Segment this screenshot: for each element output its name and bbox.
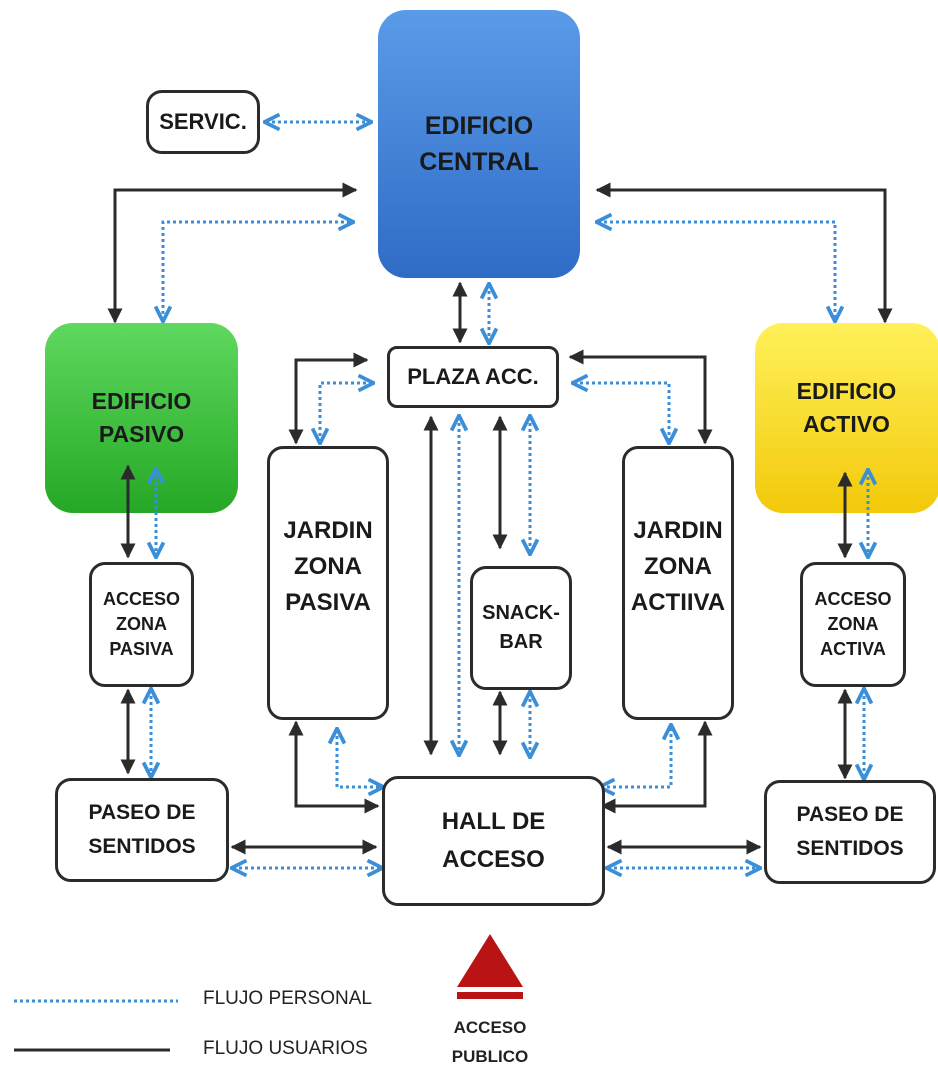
node-edificio-activo-line1: EDIFICIO (796, 378, 897, 404)
node-snack-bar-line2: BAR (499, 631, 543, 653)
node-plaza-acceso: PLAZA ACC. (387, 346, 559, 408)
node-paseo-left-line1: PASEO DE (88, 801, 196, 825)
node-acceso-activa-line1: ACCESO (814, 588, 892, 609)
arrow-central-activo (595, 182, 893, 324)
staff-flow-arrows (151, 122, 868, 868)
node-jardin-activa-line2: ZONA (644, 553, 712, 580)
acceso-publico-line1: ACCESO (453, 1018, 527, 1037)
arrow-pasivo-central (107, 182, 358, 324)
user-flow-arrows (107, 182, 893, 855)
arrow-jardin-activa-hall (600, 720, 713, 814)
arrow-plaza-jardin-pasiva-staff (320, 383, 372, 442)
node-jardin-pasiva-line2: ZONA (294, 553, 362, 580)
node-servic: SERVIC. (146, 90, 260, 154)
node-hall-de-acceso: HALL DE ACCESO (382, 776, 605, 906)
node-jardin-pasiva-line3: PASIVA (285, 589, 371, 616)
node-edificio-activo-line2: ACTIVO (803, 411, 890, 438)
node-acceso-pasiva-line2: ZONA (116, 613, 167, 634)
node-jardin-pasiva-line1: JARDIN (283, 517, 373, 544)
node-edificio-central: EDIFICIO CENTRAL (378, 10, 580, 278)
node-servic-label: SERVIC. (159, 109, 247, 135)
arrow-plaza-jardin-pasiva (288, 352, 369, 445)
node-jardin-zona-activa: JARDIN ZONA ACTIIVA (622, 446, 734, 720)
entrance-triangle-icon (457, 934, 523, 987)
node-hall-line1: HALL DE (441, 807, 546, 835)
arrow-pasivo-central-staff (163, 222, 352, 320)
edificio-pasivo-shape (45, 323, 238, 513)
node-acceso-zona-pasiva: ACCESO ZONA PASIVA (89, 562, 194, 687)
entrance-bar-icon (457, 992, 523, 999)
node-edificio-activo: EDIFICIO ACTIVO (755, 323, 938, 513)
node-jardin-activa-line1: JARDIN (633, 517, 723, 544)
node-hall-line2: ACCESO (442, 846, 545, 873)
node-jardin-zona-pasiva: JARDIN ZONA PASIVA (267, 446, 389, 720)
node-paseo-left-line2: SENTIDOS (88, 835, 196, 858)
arrow-plaza-jardin-activa-staff (574, 383, 669, 442)
edificio-activo-shape (755, 323, 938, 513)
arrow-central-activo-staff (598, 222, 835, 320)
node-edificio-pasivo: EDIFICIO PASIVO (45, 323, 238, 513)
node-acceso-pasiva-line3: PASIVA (109, 639, 174, 660)
arrow-jardin-pasiva-hall (288, 720, 380, 814)
legend-flujo-personal: FLUJO PERSONAL (203, 988, 372, 1009)
node-paseo-right-line1: PASEO DE (796, 803, 904, 827)
node-plaza-acceso-label: PLAZA ACC. (407, 364, 539, 390)
node-snack-bar: SNACK- BAR (470, 566, 572, 690)
node-acceso-pasiva-line1: ACCESO (102, 588, 180, 609)
node-edificio-central-line2: CENTRAL (419, 148, 539, 176)
node-snack-bar-line1: SNACK- (482, 602, 560, 624)
arrow-plaza-jardin-activa (568, 349, 713, 445)
node-acceso-zona-activa: ACCESO ZONA ACTIVA (800, 562, 906, 687)
node-jardin-activa-line3: ACTIIVA (630, 589, 726, 616)
arrow-jardin-pasiva-hall-staff (337, 730, 382, 787)
arrow-jardin-activa-hall-staff (601, 726, 671, 787)
node-edificio-central-line1: EDIFICIO (424, 111, 534, 140)
node-edificio-pasivo-line1: EDIFICIO (91, 387, 192, 414)
node-paseo-sentidos-left: PASEO DE SENTIDOS (55, 778, 229, 882)
node-paseo-right-line2: SENTIDOS (796, 837, 904, 860)
node-paseo-sentidos-right: PASEO DE SENTIDOS (764, 780, 936, 884)
edificio-central-shape (378, 10, 580, 278)
acceso-publico-line2: PUBLICO (451, 1046, 529, 1066)
node-edificio-pasivo-line2: PASIVO (98, 421, 185, 447)
legend-flujo-usuarios: FLUJO USUARIOS (203, 1038, 368, 1059)
acceso-publico-label: ACCESO PUBLICO (430, 1014, 550, 1072)
node-acceso-activa-line3: ACTIVA (820, 639, 886, 660)
node-acceso-activa-line2: ZONA (827, 613, 879, 634)
